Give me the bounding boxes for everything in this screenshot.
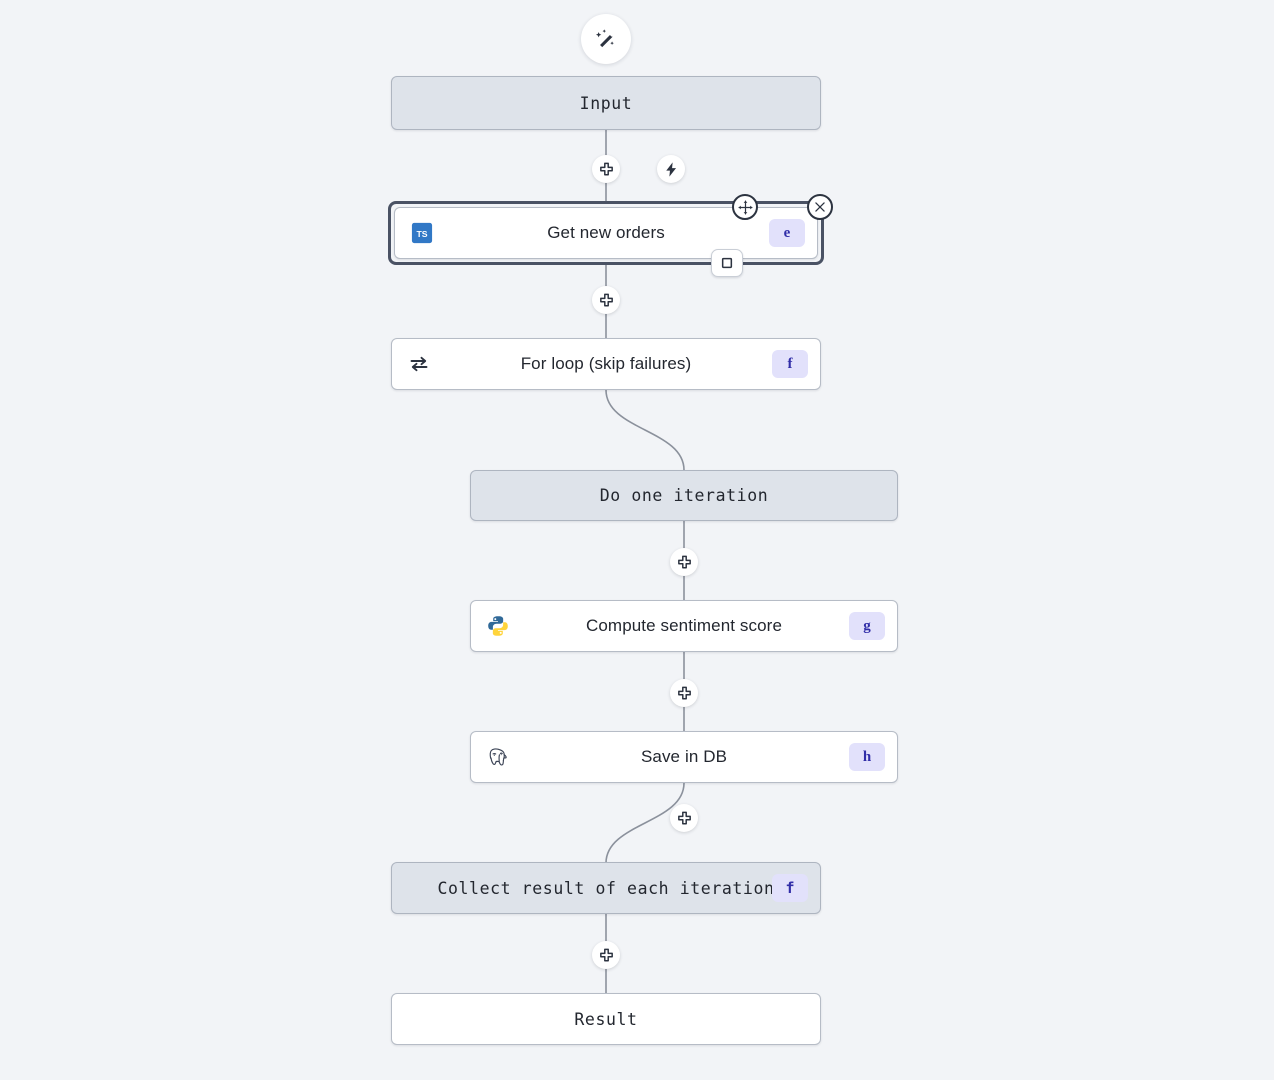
plus-icon	[599, 948, 613, 961]
add-step-button-after-compute-sentiment-score[interactable]	[670, 679, 698, 707]
node-save-in-db-badge[interactable]: h	[849, 743, 885, 771]
add-step-button-after-collect-result[interactable]	[592, 941, 620, 969]
node-compute-sentiment-score-badge[interactable]: g	[849, 612, 885, 640]
add-step-button-after-input[interactable]	[592, 155, 620, 183]
node-save-in-db[interactable]: Save in DB h	[470, 731, 898, 783]
node-save-in-db-label: Save in DB	[640, 747, 728, 766]
node-for-loop-badge[interactable]: f	[772, 350, 808, 378]
node-compute-sentiment-score-label: Compute sentiment score	[586, 616, 782, 635]
plus-icon	[599, 162, 613, 175]
node-collect-result[interactable]: Collect result of each iteration f	[391, 862, 821, 914]
node-result[interactable]: Result	[391, 993, 821, 1045]
magic-wand-icon	[595, 29, 614, 48]
move-handle-button[interactable]	[732, 194, 758, 220]
node-collect-result-badge[interactable]: f	[772, 874, 808, 902]
move-icon	[738, 200, 752, 214]
loop-icon	[406, 351, 432, 377]
add-step-button-after-save-in-db[interactable]	[670, 804, 698, 832]
plus-icon	[677, 686, 691, 699]
node-get-new-orders-badge[interactable]: e	[769, 219, 805, 247]
node-do-one-iteration[interactable]: Do one iteration	[470, 470, 898, 521]
add-step-button-after-do-one-iteration[interactable]	[670, 548, 698, 576]
ai-assistant-button[interactable]	[581, 14, 631, 64]
stop-button[interactable]	[711, 249, 743, 277]
close-node-button[interactable]	[807, 194, 833, 220]
plus-icon	[677, 555, 691, 568]
node-do-one-iteration-label: Do one iteration	[599, 486, 769, 505]
lightning-bolt-icon	[665, 161, 676, 177]
node-compute-sentiment-score[interactable]: Compute sentiment score g	[470, 600, 898, 652]
plus-icon	[677, 811, 691, 824]
node-collect-result-label: Collect result of each iteration	[437, 878, 775, 898]
close-icon	[815, 202, 825, 212]
add-step-button-after-get-new-orders[interactable]	[592, 286, 620, 314]
node-for-loop[interactable]: For loop (skip failures) f	[391, 338, 821, 390]
postgresql-icon	[485, 744, 511, 770]
plus-icon	[599, 293, 613, 306]
node-get-new-orders[interactable]: TS Get new orders e	[394, 207, 818, 259]
node-selection-frame	[388, 201, 824, 265]
node-get-new-orders-label: Get new orders	[547, 223, 665, 242]
node-input[interactable]: Input	[391, 76, 821, 130]
node-for-loop-label: For loop (skip failures)	[520, 354, 692, 373]
square-icon	[721, 257, 733, 269]
trigger-button[interactable]	[657, 155, 685, 183]
typescript-icon: TS	[409, 220, 435, 246]
svg-text:TS: TS	[416, 229, 427, 239]
node-input-label: Input	[579, 93, 633, 113]
python-icon	[485, 613, 511, 639]
node-result-label: Result	[574, 1009, 638, 1029]
